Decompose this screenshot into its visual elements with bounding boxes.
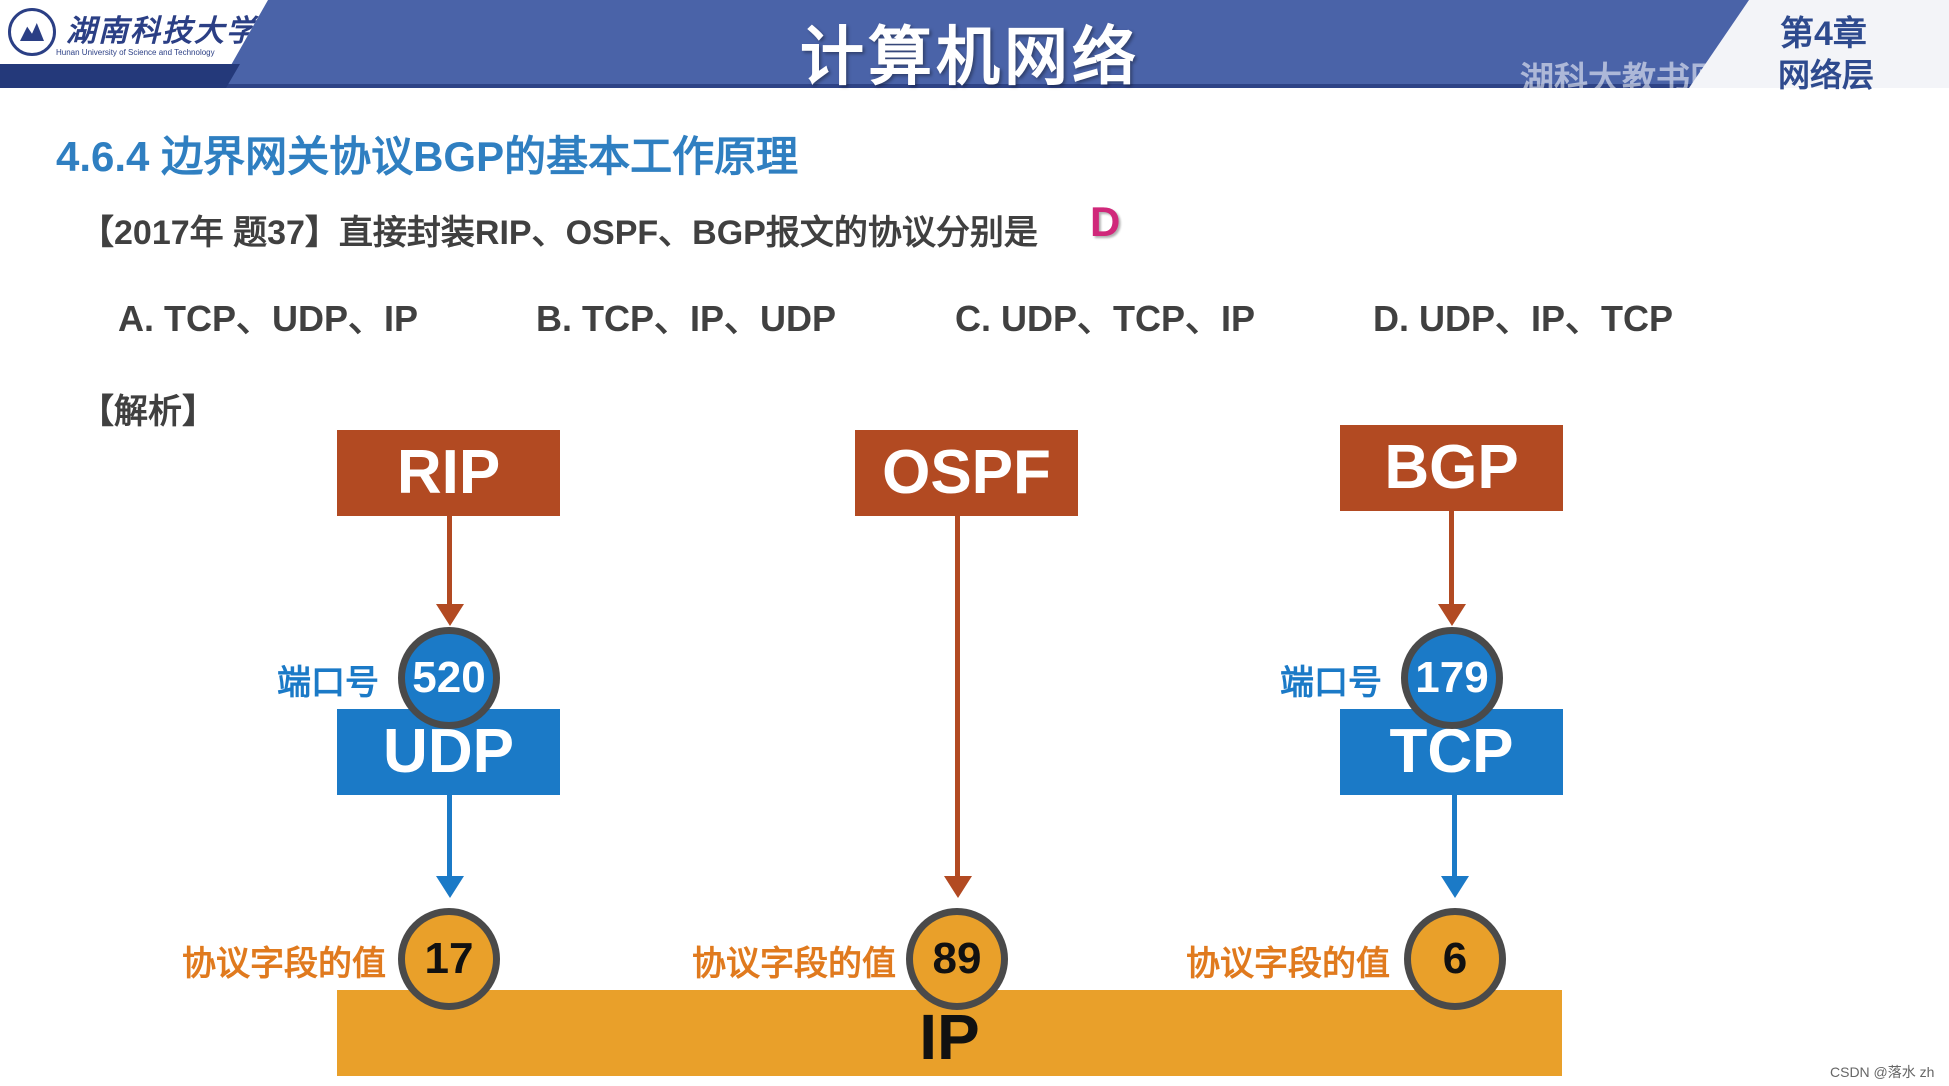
course-title: 计算机网络	[800, 21, 1140, 93]
bgp-to-tcp-arrowhead	[1438, 604, 1466, 626]
udp-to-ip-arrowhead	[436, 876, 464, 898]
analysis-label: 【解析】	[80, 393, 216, 431]
answer-mark: D	[1090, 198, 1121, 245]
udp-port-label: 端口号	[277, 664, 379, 702]
ospf-to-ip-arrowhead	[944, 876, 972, 898]
tcp-protocol-value-badge: 6	[1404, 908, 1506, 1010]
tcp-protocol-field-label: 协议字段的值	[1186, 945, 1390, 983]
bgp-box: BGP	[1340, 425, 1563, 511]
university-english-name: Hunan University of Science and Technolo…	[56, 48, 215, 57]
tcp-port-badge: 179	[1401, 627, 1503, 729]
section-title: 4.6.4 边界网关协议BGP的基本工作原理	[56, 133, 799, 180]
option-c: C. UDP、TCP、IP	[955, 298, 1256, 339]
ospf-protocol-field-label: 协议字段的值	[692, 945, 896, 983]
university-name: 湖南科技大学	[66, 14, 258, 49]
header-banner	[0, 0, 1949, 88]
rip-to-udp-line	[447, 516, 452, 608]
udp-protocol-field-label: 协议字段的值	[182, 945, 386, 983]
university-emblem-icon	[8, 8, 56, 56]
option-b: B. TCP、IP、UDP	[536, 298, 837, 339]
chapter-subtitle: 网络层	[1778, 57, 1875, 93]
tcp-to-ip-arrowhead	[1441, 876, 1469, 898]
source-credit: CSDN @落水 zh	[1830, 1064, 1935, 1080]
bgp-to-tcp-line	[1449, 511, 1454, 608]
udp-port-badge: 520	[398, 627, 500, 729]
rip-to-udp-arrowhead	[436, 604, 464, 626]
ospf-protocol-value-badge: 89	[906, 908, 1008, 1010]
channel-watermark: 湖科大教书匠	[1520, 61, 1724, 99]
banner-stripe	[0, 84, 1949, 88]
udp-protocol-value-badge: 17	[398, 908, 500, 1010]
rip-box: RIP	[337, 430, 560, 516]
motto-strip: 惟实惟新 至诚致志	[0, 64, 240, 88]
ospf-box: OSPF	[855, 430, 1078, 516]
tcp-port-label: 端口号	[1280, 664, 1382, 702]
udp-to-ip-line	[447, 795, 452, 879]
option-d: D. UDP、IP、TCP	[1373, 298, 1674, 339]
option-a: A. TCP、UDP、IP	[118, 298, 419, 339]
ospf-to-ip-line	[955, 516, 960, 876]
tcp-to-ip-line	[1452, 795, 1457, 879]
chapter-label: 第4章	[1780, 15, 1867, 53]
exam-question: 【2017年 题37】直接封装RIP、OSPF、BGP报文的协议分别是	[80, 214, 1038, 252]
